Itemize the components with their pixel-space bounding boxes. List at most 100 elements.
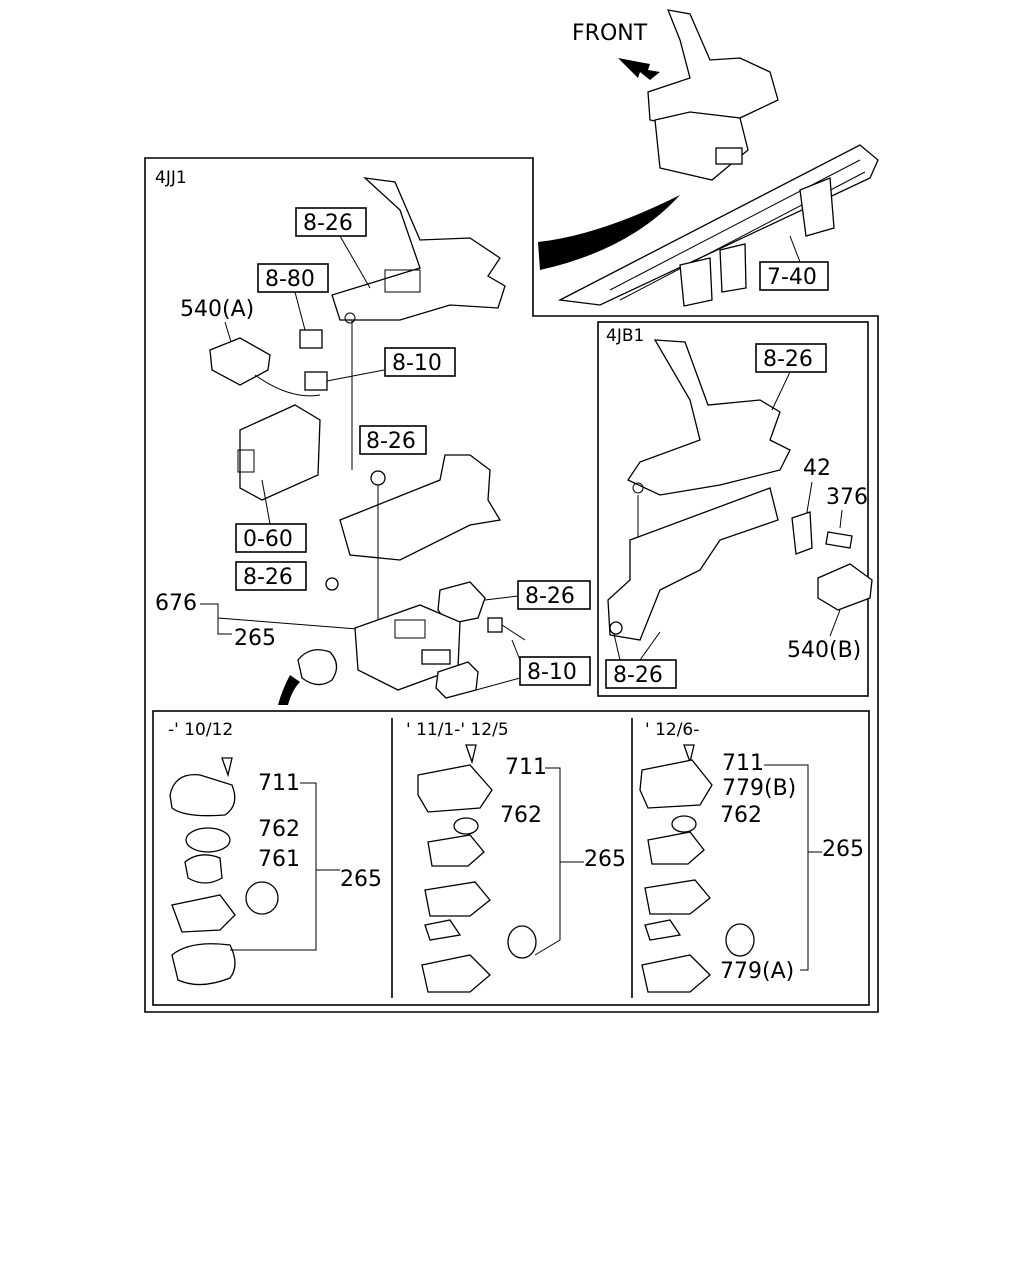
relay-540b (817, 563, 873, 611)
relay-540a (209, 337, 271, 386)
rail-clip-right (799, 177, 835, 237)
ref-8-26-mid: 8-26 (366, 429, 416, 454)
label-4jb1: 4JB1 (606, 326, 644, 346)
ref-8-26-left-box (235, 561, 307, 591)
front-overview: FRONT 7-40 (538, 9, 879, 307)
col2-265: 265 (584, 847, 626, 872)
col3-cover (639, 759, 713, 809)
connector-8-80 (299, 329, 323, 349)
mid-bracket-4jj1 (339, 454, 502, 561)
col2-711: 711 (505, 755, 547, 780)
panel-4jb1: 4JB1 8-26 42 376 540(B) 8-26 (597, 321, 873, 697)
top-bracket-4jb1 (627, 339, 791, 496)
ref-0-60: 0-60 (243, 527, 293, 552)
col1-ring (245, 881, 279, 915)
col1-range: -' 10/12 (168, 720, 233, 740)
rail-clip-left (679, 257, 713, 307)
part-540a: 540(A) (180, 297, 254, 322)
ref-8-26-right: 8-26 (525, 584, 575, 609)
col3-779a: 779(A) (720, 959, 794, 984)
col2-ring (507, 925, 537, 959)
ref-8-10-bottom: 8-10 (527, 660, 577, 685)
front-arrow-icon (618, 58, 660, 80)
ref-8-10-bottom-box (519, 656, 591, 686)
ref-8-26-jb-bottom: 8-26 (613, 663, 663, 688)
col2-board (424, 881, 491, 917)
front-label: FRONT (572, 21, 648, 46)
ref-7-40: 7-40 (767, 265, 817, 290)
col1-case (171, 943, 236, 986)
top-bracket-4jj1 (331, 177, 506, 321)
part-42: 42 (803, 456, 831, 481)
col3-screw (683, 744, 695, 765)
col3-case (641, 954, 711, 993)
col1-board (171, 894, 236, 933)
ref-8-26-jb-top-box (755, 343, 827, 373)
panel-4jj1: 4JJ1 8-26 8-80 540(A) 8-10 0-60 8-26 (155, 168, 591, 705)
ref-8-26-top-box (295, 207, 367, 237)
panel-key-variants: -' 10/12 711 762 761 265 ' 11/1-' 12/5 7… (152, 710, 870, 1006)
label-4jj1: 4JJ1 (155, 168, 187, 188)
ref-8-26-mid-box (359, 425, 427, 455)
connector-8-10-top (304, 371, 328, 391)
ref-8-26-left: 8-26 (243, 565, 293, 590)
col1-265: 265 (340, 867, 382, 892)
col3-762: 762 (720, 803, 762, 828)
relay-right-4jj1 (437, 581, 486, 625)
overview-module (654, 111, 749, 181)
overview-bracket (647, 9, 779, 131)
col1-holder (184, 854, 223, 884)
module-0-60 (239, 404, 321, 501)
outer-frame (144, 157, 879, 1013)
col3-range: ' 12/6- (645, 720, 699, 740)
lower-bracket-4jb1 (607, 487, 779, 641)
panel-key-frame (152, 710, 870, 1006)
ref-8-10-top-box (384, 347, 456, 377)
bolt-icon (609, 621, 623, 635)
col2-cover (417, 764, 493, 813)
col1-711: 711 (258, 771, 300, 796)
col1-battery (185, 827, 231, 853)
ref-8-26-top: 8-26 (303, 211, 353, 236)
col2-range: ' 11/1-' 12/5 (406, 720, 509, 740)
col3-711: 711 (722, 751, 764, 776)
col1-761: 761 (258, 847, 300, 872)
col3-board (644, 879, 711, 915)
part-676: 676 (155, 591, 197, 616)
col2-case (421, 954, 491, 993)
rail-clip-mid (719, 243, 747, 293)
panel-4jb1-frame (597, 321, 869, 697)
washer-icon (325, 577, 339, 591)
connector-small (487, 617, 503, 633)
key-pointer (278, 675, 300, 705)
col2-762: 762 (500, 803, 542, 828)
clip-42 (791, 511, 813, 555)
col2-holder (427, 834, 485, 867)
col3-ring (725, 923, 755, 957)
col1-screw (221, 757, 233, 778)
part-540b: 540(B) (787, 638, 861, 663)
col2-screw (465, 744, 477, 765)
col2-plate (424, 919, 462, 941)
col1-cover (169, 774, 236, 817)
col2-battery (453, 817, 479, 835)
col3-779b: 779(B) (722, 776, 796, 801)
part-376: 376 (826, 485, 868, 510)
ref-8-26-jb-bottom-box (605, 659, 677, 689)
col3-battery (671, 815, 697, 833)
part-265-top: 265 (234, 626, 276, 651)
ref-8-10-top: 8-10 (392, 351, 442, 376)
overview-connector (715, 147, 743, 165)
nut-icon (370, 470, 386, 486)
ref-7-40-box (759, 261, 829, 291)
col1-762: 762 (258, 817, 300, 842)
screw-376 (825, 531, 853, 549)
frame-rail (557, 144, 879, 306)
ref-8-26-jb-top: 8-26 (763, 347, 813, 372)
col3-265: 265 (822, 837, 864, 862)
ref-0-60-box (235, 523, 307, 553)
ref-8-80-box (257, 263, 329, 293)
col3-plate (644, 919, 682, 941)
zoom-sweep (538, 195, 680, 270)
